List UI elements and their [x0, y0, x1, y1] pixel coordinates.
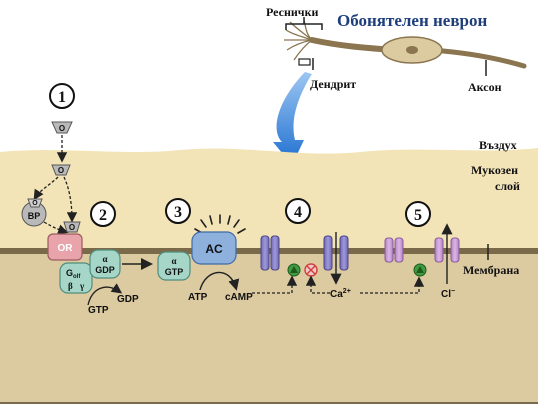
svg-text:α: α — [171, 256, 176, 266]
svg-text:4: 4 — [294, 204, 302, 221]
chloride-label: Cl− — [441, 288, 455, 300]
odorant-molecule-mucus: O — [51, 164, 71, 176]
svg-text:1: 1 — [58, 89, 66, 106]
svg-text:γ: γ — [79, 281, 85, 291]
cl-channel-left — [384, 237, 404, 263]
air-label: Въздух — [479, 138, 517, 152]
odorant-receptor: OR — [47, 233, 83, 261]
adenylyl-cyclase: AC — [191, 214, 246, 265]
zoom-box — [298, 58, 311, 66]
binding-protein: O BP — [21, 198, 47, 227]
svg-text:GTP: GTP — [165, 267, 184, 277]
svg-text:Golf: Golf — [66, 268, 81, 280]
odorant-molecule-air: O — [51, 121, 73, 134]
zoom-arrow — [273, 72, 312, 165]
activator-symbol-cl — [413, 263, 427, 277]
svg-text:2: 2 — [99, 207, 107, 224]
cilia-label: Реснички — [266, 5, 318, 19]
svg-text:GDP: GDP — [95, 265, 115, 275]
mucus-label-1: Мукозен — [471, 163, 518, 177]
axon-label: Аксон — [468, 80, 502, 94]
activator-symbol — [287, 263, 301, 277]
olfactory-neuron — [284, 19, 527, 69]
cng-channel-left — [260, 235, 280, 271]
step-1: 1 — [49, 83, 75, 109]
mucus-layer — [0, 148, 538, 250]
cl-channel-right — [434, 223, 460, 284]
svg-text:O: O — [32, 200, 38, 207]
g-alpha-gtp: α GTP — [157, 251, 191, 281]
cilia-bracket — [285, 23, 323, 30]
svg-text:O: O — [69, 223, 75, 232]
step-3: 3 — [165, 198, 191, 224]
svg-text:BP: BP — [28, 211, 41, 221]
mucus-label-2: слой — [495, 179, 520, 193]
svg-text:3: 3 — [174, 204, 182, 221]
svg-text:O: O — [59, 124, 65, 133]
svg-text:AC: AC — [205, 242, 223, 256]
step-2: 2 — [90, 201, 116, 227]
inhibitor-symbol — [304, 263, 318, 277]
membrane-label: Мембрана — [463, 263, 519, 277]
cng-channel-right — [323, 232, 349, 285]
svg-text:OR: OR — [58, 243, 74, 254]
odorant-bound: O — [63, 221, 81, 233]
step-4: 4 — [285, 198, 311, 224]
gdp-out-label: GDP — [117, 294, 139, 305]
g-olf-protein: Golf β γ α GDP — [59, 249, 121, 294]
dendrite-label: Дендрит — [310, 77, 356, 91]
calcium-label: Ca2+ — [330, 288, 351, 300]
svg-text:5: 5 — [414, 207, 422, 224]
svg-text:β: β — [68, 281, 73, 291]
step-5: 5 — [405, 201, 431, 227]
svg-text:α: α — [102, 254, 107, 264]
atp-label: ATP — [188, 292, 208, 303]
gtp-in-label: GTP — [88, 305, 109, 316]
svg-text:O: O — [58, 166, 64, 175]
neuron-title: Обонятелен неврон — [337, 11, 487, 30]
camp-label: cAMP — [225, 292, 253, 303]
